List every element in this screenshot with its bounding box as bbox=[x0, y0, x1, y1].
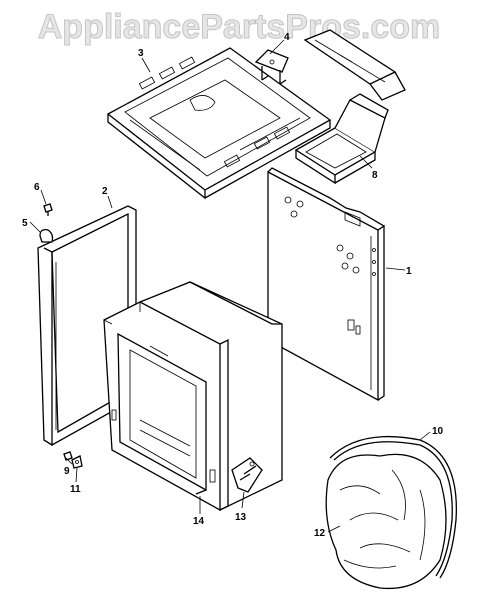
oven-cavity[interactable] bbox=[103, 281, 283, 512]
callout-8: 8 bbox=[372, 170, 378, 181]
callout-9: 9 bbox=[64, 466, 70, 477]
part-13-hinge[interactable] bbox=[231, 457, 263, 493]
part-3-top-frame[interactable] bbox=[106, 47, 332, 200]
callout-12: 12 bbox=[314, 528, 326, 539]
part-6-screw[interactable] bbox=[43, 203, 53, 216]
watermark-text: AppliancePartsPros.com bbox=[38, 8, 440, 46]
part-5-clip[interactable] bbox=[39, 228, 54, 243]
callout-6: 6 bbox=[34, 182, 40, 193]
callout-3: 3 bbox=[138, 48, 144, 59]
part-9-screw[interactable] bbox=[63, 451, 73, 461]
part-11-bracket[interactable] bbox=[71, 455, 83, 469]
part-8-vent-duct-lower[interactable] bbox=[294, 93, 389, 185]
callout-1: 1 bbox=[406, 266, 412, 277]
callout-11: 11 bbox=[70, 484, 81, 495]
part-1-side-panel[interactable] bbox=[267, 167, 385, 402]
part-10-wire-loop[interactable] bbox=[329, 435, 458, 579]
leader-lines bbox=[29, 39, 431, 533]
callout-4: 4 bbox=[284, 32, 290, 43]
callout-14: 14 bbox=[193, 516, 205, 527]
callout-13: 13 bbox=[235, 512, 247, 523]
part-4-bracket[interactable] bbox=[254, 49, 289, 85]
part-8-vent-duct-upper[interactable] bbox=[303, 29, 406, 101]
callout-5: 5 bbox=[22, 218, 28, 229]
part-12-insulation[interactable] bbox=[325, 453, 447, 590]
watermark-logo: AppliancePartsPros.com bbox=[37, 8, 440, 47]
part-14-pin[interactable] bbox=[195, 489, 207, 495]
callout-2: 2 bbox=[102, 186, 108, 197]
callout-10: 10 bbox=[432, 426, 444, 437]
